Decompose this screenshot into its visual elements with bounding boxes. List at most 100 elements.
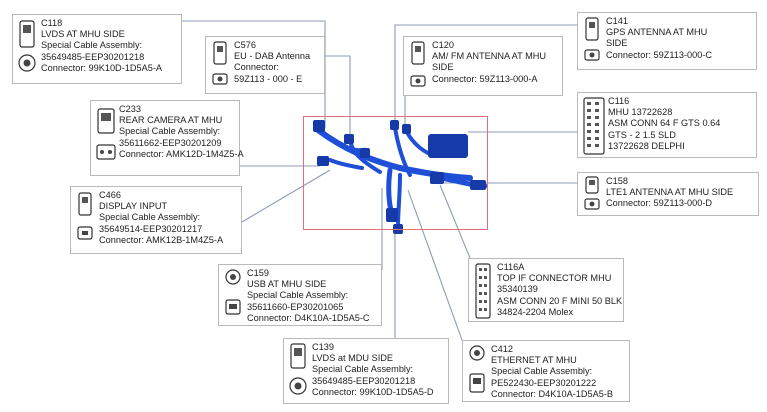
callout-c233: C233 REAR CAMERA AT MHU Special Cable As… [90, 100, 244, 176]
connector-head-mhu [428, 134, 468, 158]
callout-c412: C412 ETHERNET AT MHU Special Cable Assem… [462, 340, 630, 402]
callout-c118-title: LVDS AT MHU SIDE [41, 29, 125, 40]
callout-c466-id: C466 [99, 190, 121, 200]
usb-connector-icon [225, 269, 241, 315]
callout-c412-line-2: PE522430-EEP30201222 [491, 377, 597, 388]
connector-head-2 [344, 134, 354, 144]
callout-c118-id: C118 [41, 18, 63, 28]
callout-c233-line-2: 35611662-EEP30201209 [119, 137, 222, 148]
callout-c158-line-1: Connector: 59Z113-000-D [606, 198, 713, 209]
connector-head-8 [386, 208, 398, 222]
callout-c576-line-2: 59Z113 - 000 - E [234, 73, 303, 84]
callout-c139-line-3: Connector: 99K10D-1D5A5-D [312, 386, 434, 397]
callout-c141: C141 GPS ANTENNA AT MHU SIDE Connector: … [577, 12, 757, 70]
connector-head-3 [390, 120, 399, 130]
antenna-connector-icon [584, 176, 600, 210]
callout-c120: C120 AM/ FM ANTENNA AT MHU SIDE Connecto… [403, 36, 563, 96]
callout-c120-title: AM/ FM ANTENNA AT MHU [432, 51, 547, 62]
callout-c466-line-1: Special Cable Assembly: [99, 212, 201, 223]
callout-c158-id: C158 [606, 176, 628, 186]
display-connector-icon [77, 192, 93, 240]
callout-c466-line-3: Connector: AMK12B-1M4Z5-A [99, 234, 224, 245]
antenna-connector-icon [410, 41, 426, 87]
connector-head-6 [360, 148, 370, 158]
if-connector-icon [475, 263, 491, 319]
callout-c139-line-1: Special Cable Assembly: [312, 364, 414, 375]
callout-c116-title: MHU 13722628 [608, 107, 673, 118]
leader-c118 [182, 20, 326, 128]
lvds-connector-icon [18, 20, 36, 72]
callout-c141-line-2: Connector: 59Z113-000-C [606, 49, 713, 60]
callout-c116-line-2: GTS - 2 1.5 SLD [608, 129, 676, 140]
callout-c116a: C116A TOP IF CONNECTOR MHU 35340139 ASM … [468, 258, 624, 322]
callout-c116a-line-1: 35340139 [497, 284, 538, 295]
callout-c116: C116 MHU 13722628 ASM CONN 64 F GTS 0.64… [577, 92, 757, 158]
callout-c412-id: C412 [491, 344, 513, 354]
callout-c116a-line-3: 34824-2204 Molex [497, 306, 574, 317]
callout-c576-line-1: Connector: [234, 62, 279, 73]
callout-c159-line-3: Connector: D4K10A-1D5A5-C [247, 312, 370, 323]
connector-head-1 [313, 120, 325, 132]
ethernet-connector-icon [469, 345, 485, 393]
callout-c233-line-3: Connector: AMK12D-1M4Z5-A [119, 148, 244, 159]
antenna-connector-icon [212, 41, 228, 85]
leader-lines [182, 20, 577, 341]
mhu-connector-icon [583, 97, 605, 155]
callout-c233-id: C233 [119, 104, 141, 114]
callout-c116-id: C116 [608, 96, 630, 106]
callout-c159-line-1: Special Cable Assembly: [247, 290, 349, 301]
camera-connector-icon [96, 108, 116, 160]
callout-c118: C118 LVDS AT MHU SIDE Special Cable Asse… [12, 14, 182, 84]
harness-connectors [313, 120, 486, 234]
callout-c139-line-2: 35649485-EEP30201218 [312, 375, 416, 386]
callout-c158-title: LTE1 ANTENNA AT MHU SIDE [606, 187, 734, 198]
callout-c116-line-3: 13722628 DELPHI [608, 140, 685, 151]
connector-head-5 [317, 156, 329, 166]
callout-c158: C158 LTE1 ANTENNA AT MHU SIDE Connector:… [577, 172, 759, 216]
callout-c139-id: C139 [312, 342, 334, 352]
callout-c159: C159 USB AT MHU SIDE Special Cable Assem… [218, 264, 382, 326]
callout-c120-line-2: Connector: 59Z113-000-A [432, 73, 538, 84]
antenna-connector-icon [584, 17, 600, 61]
leader-c466 [241, 169, 331, 223]
leader-c576 [325, 55, 351, 140]
callout-c576-id: C576 [234, 40, 256, 50]
leader-c412 [407, 189, 463, 341]
callout-c412-line-3: Connector: D4K10A-1D5A5-B [491, 388, 614, 399]
callout-c141-id: C141 [606, 16, 628, 26]
callout-c120-id: C120 [432, 40, 454, 50]
callout-c118-line-2: 35649485-EEP30201218 [41, 51, 145, 62]
callout-c118-line-3: Connector: 99K10D-1D5A5-A [41, 62, 163, 73]
lvds-connector-icon [289, 343, 307, 395]
harness-branch-c [393, 126, 412, 177]
callout-c116a-id: C116A [497, 262, 525, 272]
harness-branch-g [328, 158, 364, 170]
callout-c233-line-1: Special Cable Assembly: [119, 126, 221, 137]
callout-c120-line-1: SIDE [432, 62, 454, 73]
connector-head-4 [402, 124, 411, 134]
callout-c466-line-2: 35649514-EEP30201217 [99, 223, 203, 234]
callout-c116a-title: TOP IF CONNECTOR MHU [497, 273, 612, 284]
callout-c159-line-2: 35611660-EP30201065 [247, 301, 344, 312]
callout-c412-line-1: Special Cable Assembly: [491, 366, 593, 377]
callout-c159-title: USB AT MHU SIDE [247, 279, 327, 290]
callout-c159-id: C159 [247, 268, 269, 278]
callout-c233-title: REAR CAMERA AT MHU [119, 115, 223, 126]
leader-c116a [439, 184, 471, 259]
callout-c139: C139 LVDS at MDU SIDE Special Cable Asse… [283, 338, 449, 404]
callout-c116a-line-2: ASM CONN 20 F MINI 50 BLK [497, 295, 623, 306]
callout-c576: C576 EU - DAB Antenna Connector: 59Z113 … [205, 36, 325, 94]
callout-c141-title: GPS ANTENNA AT MHU [606, 27, 708, 38]
callout-c576-title: EU - DAB Antenna [234, 51, 311, 62]
callout-c116-line-1: ASM CONN 64 F GTS 0.64 [608, 118, 721, 129]
callout-c466-title: DISPLAY INPUT [99, 201, 168, 212]
callout-c466: C466 DISPLAY INPUT Special Cable Assembl… [70, 186, 242, 254]
leader-c141 [394, 24, 577, 122]
callout-c412-title: ETHERNET AT MHU [491, 355, 577, 366]
connector-head-7 [430, 172, 444, 184]
callout-c139-title: LVDS at MDU SIDE [312, 353, 394, 364]
harness-branch-f [396, 173, 402, 230]
callout-c118-line-1: Special Cable Assembly: [41, 40, 143, 51]
